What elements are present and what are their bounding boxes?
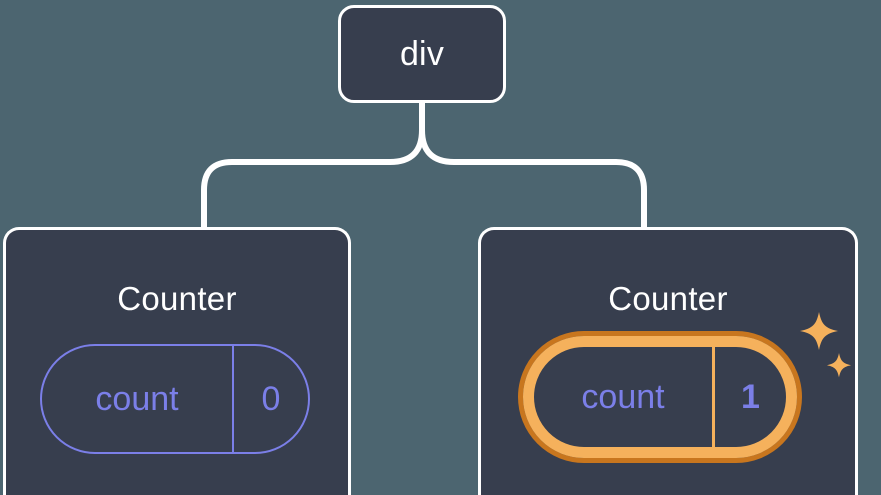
edge-root-to-children	[419, 100, 647, 230]
state-pill-right-body: count 1	[523, 336, 797, 458]
sparkle-icons-group	[800, 312, 851, 378]
state-pill-left-body: count 0	[40, 344, 310, 454]
state-pill-left[interactable]: count 0	[40, 344, 310, 454]
edge-root-to-left-child	[201, 127, 425, 230]
node-counter-left-label: Counter	[117, 280, 237, 317]
state-pill-right-highlight-ring: count 1	[518, 331, 802, 463]
state-value-right: 1	[712, 347, 786, 447]
sparkle-small-icon	[827, 353, 851, 378]
state-key-right: count	[581, 378, 665, 416]
node-counter-right-label: Counter	[608, 280, 728, 317]
sparkle-large-icon	[800, 312, 838, 350]
node-div-label: div	[399, 35, 445, 73]
node-div[interactable]: div	[338, 5, 506, 103]
state-key-left: count	[95, 380, 179, 418]
state-pill-right[interactable]: count 1	[518, 331, 802, 463]
state-value-left: 0	[232, 346, 308, 452]
